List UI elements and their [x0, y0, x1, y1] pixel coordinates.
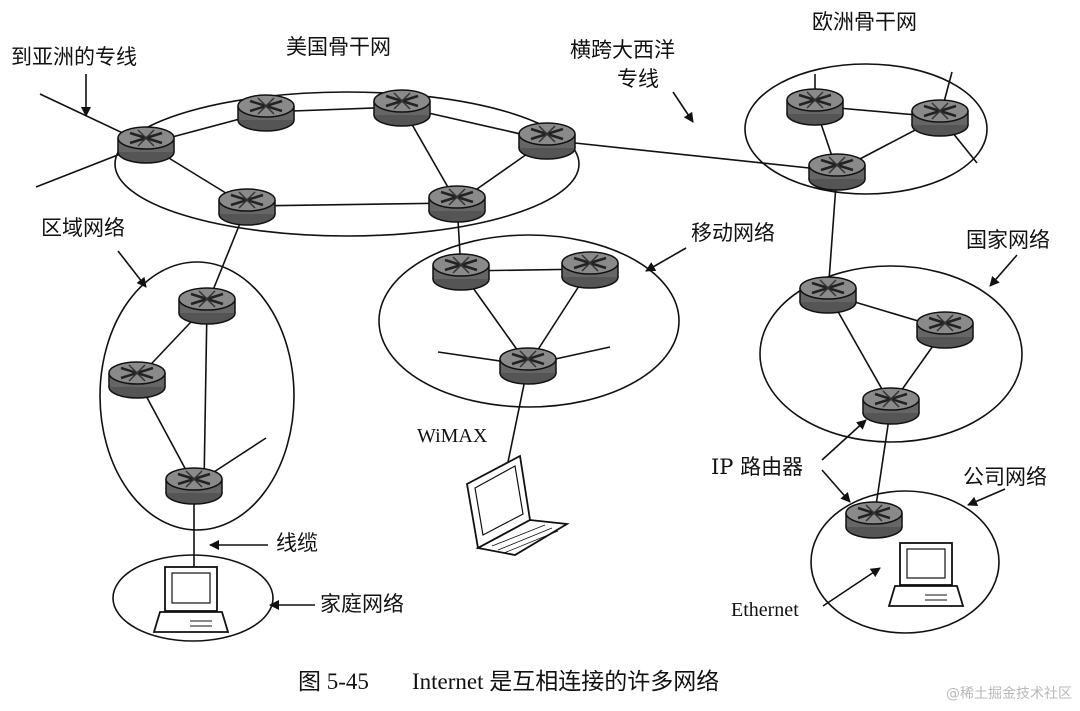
router-icon — [164, 466, 224, 506]
router-icon — [910, 98, 970, 138]
router-icon — [844, 500, 904, 540]
router-icon — [517, 121, 577, 161]
home-network-ellipse — [112, 554, 274, 642]
us-backbone-ellipse — [114, 91, 580, 237]
laptop-icon — [466, 454, 570, 556]
company-network-ellipse — [810, 490, 1000, 634]
router-icon — [177, 286, 237, 326]
router-icon — [807, 152, 867, 192]
figure-caption: Internet 是互相连接的许多网络 — [412, 669, 720, 694]
router-icon — [785, 87, 845, 127]
router-icon — [431, 252, 491, 292]
desktop-computer-icon — [887, 542, 965, 607]
transatlantic-line-label: 横跨大西洋 — [570, 38, 675, 62]
desktop-computer-icon — [152, 566, 230, 633]
wimax-label: WiMAX — [417, 425, 488, 447]
annotation-arrows — [81, 74, 1018, 610]
arrow-icon — [822, 567, 881, 607]
regional-network-ellipse — [99, 261, 295, 531]
national-network-label: 国家网络 — [966, 228, 1050, 252]
arrow-icon — [967, 488, 1006, 507]
arrow-icon — [821, 419, 867, 461]
router-icon — [116, 125, 176, 165]
router-icon — [236, 93, 296, 133]
router-icon — [107, 360, 167, 400]
arrow-icon — [645, 247, 687, 272]
router-icon — [372, 88, 432, 128]
router-icon — [427, 184, 487, 224]
mobile-network-ellipse — [378, 234, 680, 408]
europe-backbone-label: 欧洲骨干网 — [812, 10, 917, 34]
national-network-ellipse — [759, 265, 1023, 443]
company-network-label: 公司网络 — [963, 465, 1047, 489]
us-backbone-label: 美国骨干网 — [286, 35, 391, 59]
arrow-icon — [672, 91, 694, 123]
europe-backbone-ellipse — [744, 63, 988, 195]
regional-network-label: 区域网络 — [41, 216, 125, 240]
router-icon — [798, 275, 858, 315]
router-icon — [498, 346, 558, 386]
home-network-label: 家庭网络 — [320, 592, 404, 616]
mobile-network-label: 移动网络 — [691, 221, 775, 245]
routers — [107, 87, 975, 540]
figure-number: 图 5-45 — [298, 669, 369, 694]
cable-label: 线缆 — [276, 531, 318, 555]
watermark: @稀土掘金技术社区 — [946, 686, 1072, 702]
ethernet-label: Ethernet — [731, 599, 799, 621]
router-icon — [217, 187, 277, 227]
arrow-icon — [989, 254, 1018, 287]
transatlantic-line-label-2: 专线 — [617, 67, 659, 91]
router-icon — [560, 250, 620, 290]
asia-line-label: 到亚洲的专线 — [11, 45, 137, 69]
arrow-icon — [821, 469, 851, 503]
arrow-icon — [117, 250, 147, 288]
router-icon — [861, 386, 921, 426]
router-icon — [915, 310, 975, 350]
ip-router-label: IP 路由器 — [711, 455, 804, 479]
